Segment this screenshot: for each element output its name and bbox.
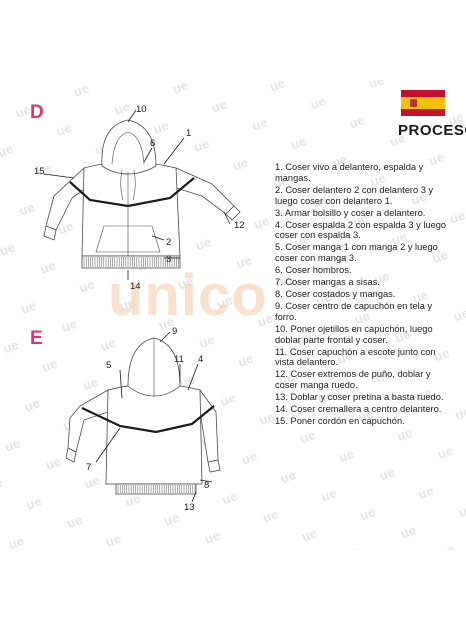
callout-4: 4: [198, 354, 203, 365]
callout-2: 2: [166, 237, 171, 248]
front-view-letter: D: [30, 102, 44, 123]
step-item: 3. Armar bolsillo y coser a delantero.: [275, 207, 426, 218]
page-title: PROCESO: [398, 122, 466, 139]
callout-5: 5: [106, 360, 111, 371]
step-item: 4. Coser espalda 2 con espalda 3 y luego…: [275, 219, 447, 241]
step-item: 9. Coser centro de capuchón en tela y fo…: [275, 301, 433, 322]
callout-6: 6: [150, 138, 155, 149]
coat-of-arms-icon: [410, 99, 417, 107]
hoodie-back-drawing: 9 5 11 4 7 8 13: [65, 326, 221, 513]
step-item: 7. Coser mangas a sisas.: [275, 277, 380, 288]
back-view-letter: E: [30, 328, 43, 349]
callout-9: 9: [172, 326, 177, 337]
callout-10: 10: [136, 104, 147, 115]
callout-1: 1: [186, 128, 191, 139]
step-item: 2. Coser delantero 2 con delantero 3 y l…: [275, 184, 434, 206]
callout-13: 13: [184, 502, 195, 513]
flag-red-stripe: [401, 109, 445, 116]
flag-red-stripe: [401, 90, 445, 97]
callout-3: 3: [166, 254, 171, 265]
flag-yellow-stripe: [401, 97, 445, 109]
callout-12: 12: [234, 220, 245, 231]
step-item: 5. Coser manga 1 con manga 2 y luego cos…: [275, 242, 438, 264]
callout-7: 7: [86, 462, 91, 473]
step-item: 10. Poner ojetillos en capuchón, luego d…: [275, 323, 433, 345]
step-item: 11. Coser capuchón a escote junto con vi…: [275, 346, 436, 368]
hoodie-front-drawing: 10 1 6 15 12 2 3 14: [34, 104, 245, 292]
step-item: 8. Coser costados y mangas.: [275, 289, 396, 300]
step-item: 15. Poner cordón en capuchón.: [275, 416, 405, 427]
callout-14: 14: [130, 281, 141, 292]
step-item: 1. Coser vivo a delantero, espalda y man…: [275, 162, 424, 183]
process-steps-list: 1. Coser vivo a delantero, espalda y man…: [275, 162, 455, 428]
spain-flag-icon: [401, 90, 445, 116]
step-item: 14. Coser cremallera a centro delantero.: [275, 404, 442, 415]
step-item: 13. Doblar y coser pretina a basta ruedo…: [275, 392, 444, 403]
callout-15: 15: [34, 166, 45, 177]
step-item: 6. Coser hombros.: [275, 265, 352, 276]
callout-11: 11: [174, 354, 184, 365]
callout-8: 8: [204, 480, 209, 491]
step-item: 12. Coser extremos de puño, doblar y cos…: [275, 369, 431, 391]
